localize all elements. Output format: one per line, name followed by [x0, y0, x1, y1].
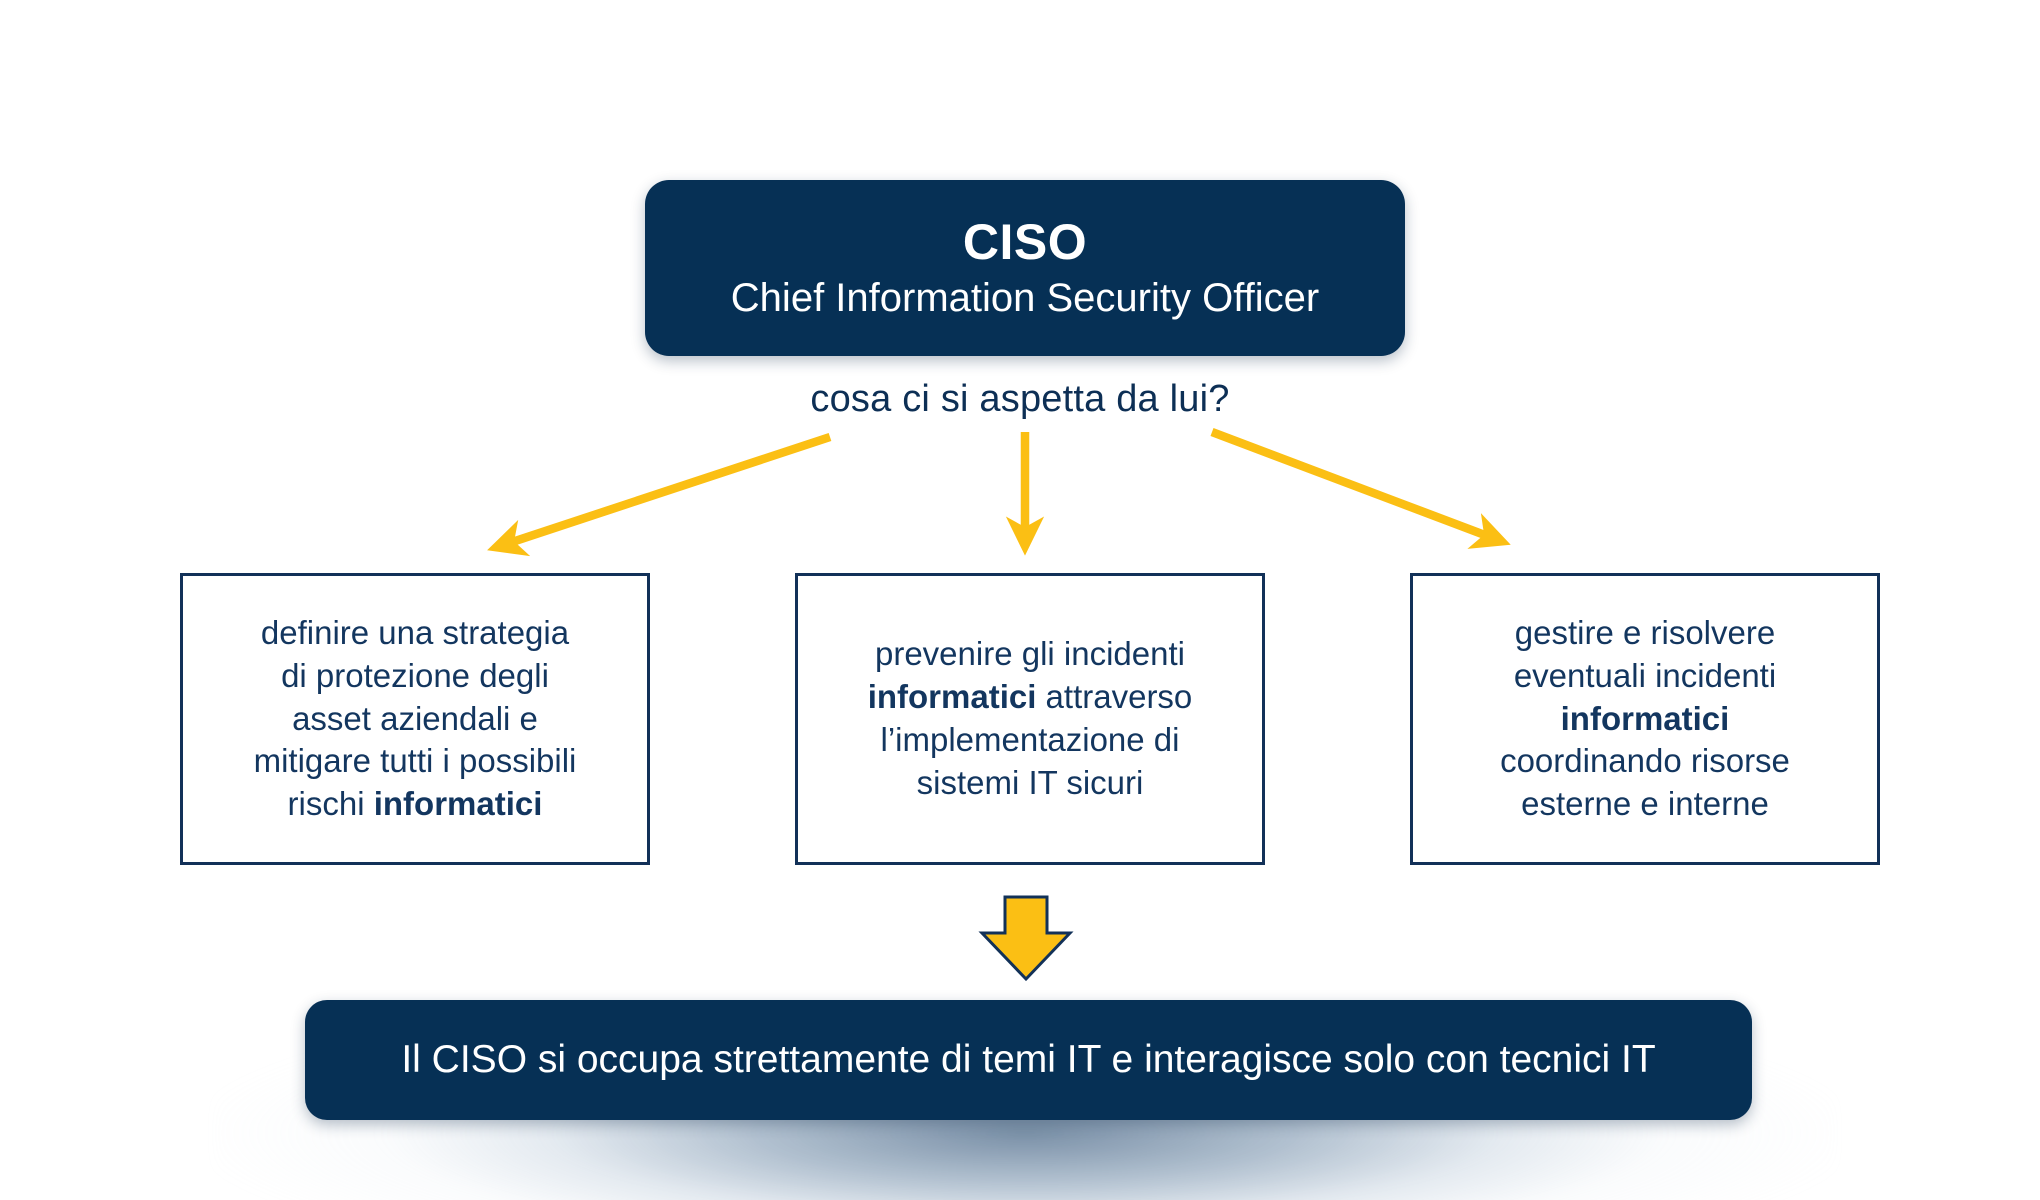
box1-line5: rischi — [287, 785, 374, 823]
box1-line4: mitigare tutti i possibili — [253, 742, 577, 780]
box3-line2: eventuali incidenti — [1513, 656, 1777, 694]
page-subtitle: Chief Information Security Officer — [730, 276, 1320, 321]
arrow-down-left-icon — [487, 432, 832, 557]
page-title: CISO — [962, 213, 1088, 270]
ciso-header-card: CISO Chief Information Security Officer — [645, 180, 1405, 356]
question-label: cosa ci si aspetta da lui? — [810, 378, 1230, 420]
box3-emphasis: informatici — [1560, 699, 1730, 737]
responsibility-box-1-text: definire una strategia di protezione deg… — [254, 612, 577, 826]
box2-emphasis: informatici — [867, 678, 1037, 716]
box1-emphasis: informatici — [373, 785, 543, 823]
conclusion-banner: Il CISO si occupa strettamente di temi I… — [305, 1000, 1752, 1120]
box2-line3: l’implementazione di — [880, 721, 1180, 758]
box3-line1: gestire e risolvere — [1514, 613, 1776, 651]
responsibility-box-3-text: gestire e risolvere eventuali incidenti … — [1500, 612, 1790, 826]
responsibility-box-1: definire una strategia di protezione deg… — [180, 573, 650, 865]
responsibility-box-2-text: prevenire gli incidenti informatici attr… — [868, 633, 1193, 805]
block-arrow-down-icon — [978, 895, 1074, 982]
box2-line4: sistemi IT sicuri — [916, 763, 1144, 801]
box1-line1: definire una strategia — [260, 613, 570, 651]
conclusion-text: Il CISO si occupa strettamente di temi I… — [401, 1037, 1656, 1081]
box3-line5: esterne e interne — [1521, 785, 1769, 823]
arrow-down-right-icon — [1210, 428, 1511, 549]
box2-line2b: attraverso — [1036, 678, 1193, 716]
box1-line2: di protezione degli — [281, 656, 549, 694]
box1-line3: asset aziendali e — [292, 699, 538, 737]
box2-line1: prevenire gli incidenti — [874, 635, 1185, 673]
responsibility-box-2: prevenire gli incidenti informatici attr… — [795, 573, 1265, 865]
box3-line4: coordinando risorse — [1500, 742, 1790, 780]
responsibility-box-3: gestire e risolvere eventuali incidenti … — [1410, 573, 1880, 865]
